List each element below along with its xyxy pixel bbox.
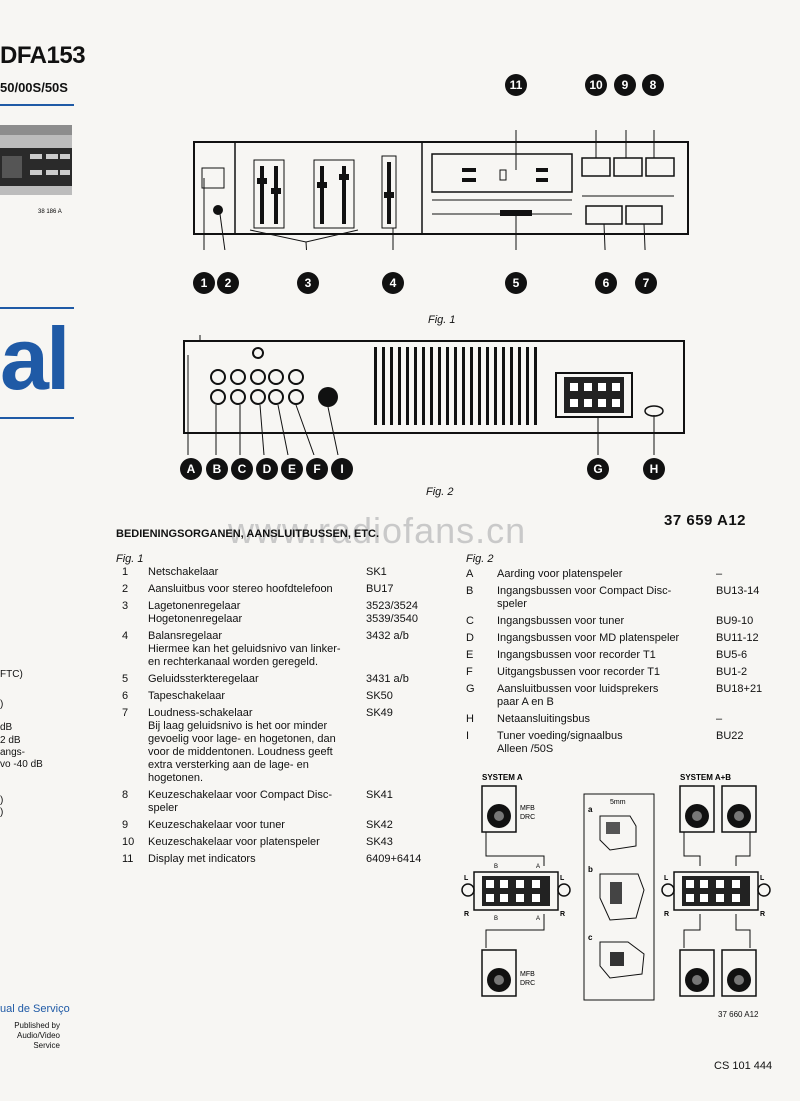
right-label: R [464, 911, 469, 918]
callout-11: 11 [505, 74, 527, 96]
callout-3: 3 [297, 272, 319, 294]
fig1-legend-title: Fig. 1 [116, 553, 144, 565]
manual-label: ual de Serviço [0, 1003, 70, 1015]
callout-7: 7 [635, 272, 657, 294]
side-note: angs- [0, 747, 26, 758]
right-label: R [664, 911, 669, 918]
callout-C: C [231, 458, 253, 480]
callout-E: E [281, 458, 303, 480]
mfb-label: MFB [520, 805, 535, 812]
section-heading: BEDIENINGSORGANEN, AANSLUITBUSSEN, ETC. [116, 528, 380, 540]
terminal-a-label: A [536, 864, 540, 870]
step-c-label: c [588, 933, 593, 942]
right-label: R [560, 911, 565, 918]
callout-A: A [180, 458, 202, 480]
fig2-caption: Fig. 2 [426, 486, 454, 498]
side-note: ) [0, 699, 4, 710]
terminal-a-label: A [536, 916, 540, 922]
left-label: L [464, 875, 469, 882]
callout-B: B [206, 458, 228, 480]
drc-label: DRC [520, 980, 535, 987]
footer-code: CS 101 444 [714, 1060, 773, 1072]
brand-word: al [0, 309, 70, 408]
product-photo: 38 186 A [0, 125, 72, 215]
left-label: L [760, 875, 765, 882]
watermark: www.radiofans.cn [228, 510, 527, 551]
model-variants: 50/00S/50S [0, 80, 68, 95]
terminal-b-label: B [494, 864, 498, 870]
document-number: 37 659 A12 [664, 512, 747, 529]
callout-2: 2 [217, 272, 239, 294]
callout-1: 1 [193, 272, 215, 294]
side-note: ) [0, 807, 4, 818]
speaker-connection-diagram: SYSTEM A MFB DRC L R L R B A B A MFB DRC… [461, 773, 771, 1001]
drc-label: DRC [520, 814, 535, 821]
side-note: dB [0, 722, 13, 733]
callout-4: 4 [382, 272, 404, 294]
step-b-label: b [588, 865, 593, 874]
callout-G: G [587, 458, 609, 480]
fig1-caption: Fig. 1 [428, 314, 456, 326]
callout-10: 10 [585, 74, 607, 96]
side-note: 2 dB [0, 735, 21, 746]
side-note: FTC) [0, 669, 23, 680]
right-label: R [760, 911, 765, 918]
model-title: DFA153 [0, 42, 86, 69]
mfb-label: MFB [520, 971, 535, 978]
published-org: Audio/Video Service [17, 1031, 60, 1050]
side-note: vo -40 dB [0, 759, 43, 770]
left-label: L [560, 875, 565, 882]
system-a-label: SYSTEM A [482, 773, 523, 782]
callout-8: 8 [642, 74, 664, 96]
step-a-label: a [588, 805, 593, 814]
callout-H: H [643, 458, 665, 480]
fig2-legend-title: Fig. 2 [466, 553, 494, 565]
rear-panel-drawing [183, 335, 685, 455]
callout-5: 5 [505, 272, 527, 294]
divider [0, 307, 74, 309]
publisher-note: Published by Audio/Video Service [8, 1021, 60, 1051]
left-label: L [664, 875, 669, 882]
callout-F: F [306, 458, 328, 480]
callout-D: D [256, 458, 278, 480]
photo-label: 38 186 A [38, 209, 62, 215]
published-by: Published by [14, 1021, 60, 1030]
callout-9: 9 [614, 74, 636, 96]
fig3-number: 37 660 A12 [718, 1010, 759, 1019]
divider [0, 417, 74, 419]
front-panel-drawing [193, 130, 689, 250]
callout-I: I [331, 458, 353, 480]
callout-6: 6 [595, 272, 617, 294]
side-note: ) [0, 795, 4, 806]
strip-length-label: 5mm [610, 799, 626, 806]
system-ab-label: SYSTEM A+B [680, 773, 731, 782]
terminal-b-label: B [494, 916, 498, 922]
divider [0, 104, 74, 106]
